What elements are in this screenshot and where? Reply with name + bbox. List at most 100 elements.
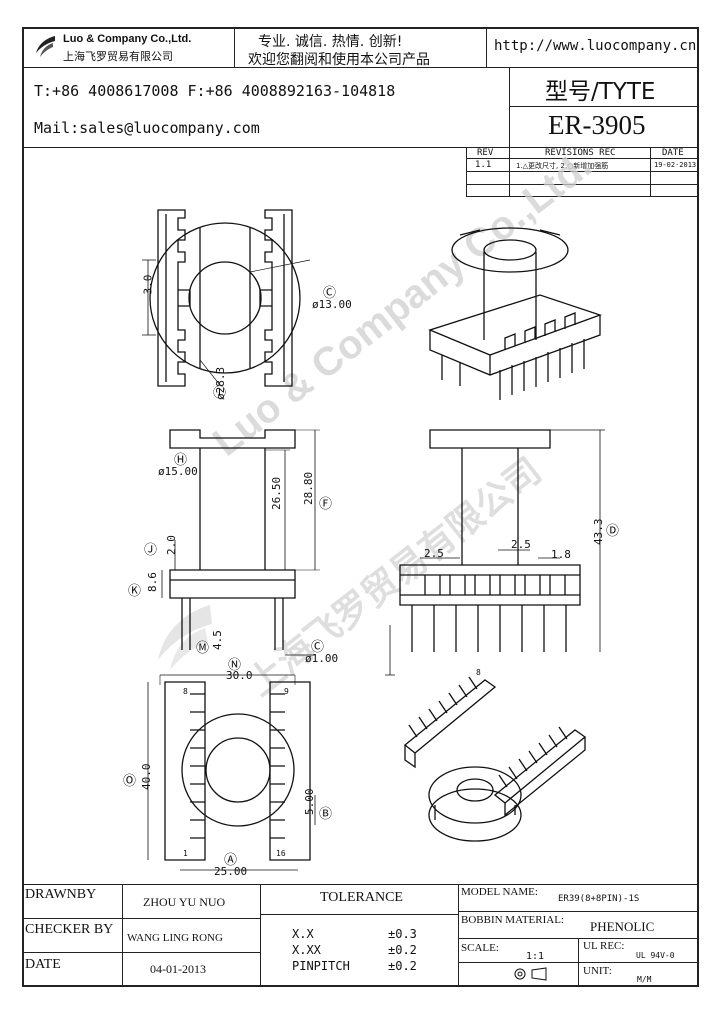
header-bottom: [22, 147, 699, 148]
header-vline-1: [234, 27, 235, 67]
pin-label-9: 9: [284, 687, 289, 696]
welcome-text: 欢迎您翻阅和使用本公司产品: [248, 52, 430, 68]
footer-vline-3: [458, 884, 459, 987]
model-name-label: MODEL NAME:: [461, 886, 538, 898]
dim-bot-500: 5.00: [303, 788, 316, 816]
footer-row-1: [22, 918, 260, 919]
dim-side-15: ø15.00: [158, 465, 198, 478]
scale-value: 1:1: [526, 951, 545, 962]
dim-side-86: 8.6: [146, 572, 159, 592]
projection-symbol-icon: [514, 967, 547, 981]
dim-bot-n-label: Ⓝ: [228, 658, 242, 673]
dim-side-c-label: Ⓒ: [311, 640, 325, 655]
bottom-view-drawing: [147, 674, 316, 871]
dim-bot-b-label: Ⓑ: [319, 807, 333, 822]
tol-pin-value: ±0.2: [388, 959, 417, 973]
date-value: 04-01-2013: [150, 962, 206, 976]
unit-label: UNIT:: [583, 965, 612, 977]
slogan: 专业. 诚信. 热情. 创新!: [258, 34, 403, 50]
rev-description: 1.△更改尺寸, 2.○新增加强筋: [516, 162, 609, 170]
scale-label: SCALE:: [461, 942, 499, 954]
material-value: PHENOLIC: [590, 919, 655, 934]
tolerance-label: TOLERANCE: [320, 890, 403, 905]
top-view-drawing: [142, 209, 311, 387]
dim-side-k-label: Ⓚ: [128, 584, 142, 599]
model-number: ER-3905: [548, 110, 646, 140]
material-label: BOBBIN MATERIAL:: [461, 914, 564, 926]
ul-value: UL 94V-0: [636, 951, 675, 960]
dim-side-100: ø1.00: [305, 652, 339, 665]
checker-label: CHECKER BY: [25, 922, 114, 937]
dim-front-d-label: Ⓓ: [606, 524, 620, 539]
rev-line-4: [466, 196, 699, 197]
date-label: DATE: [25, 957, 61, 972]
rev-vline-3: [650, 147, 651, 196]
dim-side-h-label: Ⓗ: [174, 453, 188, 468]
dim-top-c-label: Ⓒ: [323, 286, 337, 301]
rev-date: 19-02-2013: [654, 161, 697, 169]
dim-bot-25: 25.00: [214, 865, 248, 878]
website-link[interactable]: http://www.luocompany.cn: [494, 38, 697, 54]
company-name-en: Luo & Company Co.,Ltd.: [63, 33, 192, 45]
dim-top-13: ø13.00: [312, 298, 352, 311]
tol-xx-value: ±0.3: [388, 927, 417, 941]
rev-vline-2: [509, 147, 510, 196]
rev-vline-1: [466, 147, 467, 196]
dim-bot-30: 30.0: [226, 669, 253, 682]
footer-top: [22, 884, 699, 885]
pin-label-8: 8: [183, 687, 188, 696]
phone-fax: T:+86 4008617008 F:+86 4008892163-104818: [34, 82, 396, 100]
footer-tol-line: [260, 914, 458, 915]
drawnby-label: DRAWNBY: [25, 887, 97, 902]
dim-bot-o-label: Ⓞ: [123, 774, 137, 789]
dim-side-j-label: Ⓙ: [144, 543, 158, 558]
email-link[interactable]: Mail:sales@luocompany.com: [34, 119, 260, 137]
dim-side-2650: 26.50: [270, 476, 283, 510]
rev-number: 1.1: [475, 160, 492, 170]
dim-top-3: 3.0: [141, 274, 155, 295]
dim-side-m-label: Ⓜ: [196, 641, 210, 656]
footer-vline-1: [122, 884, 123, 987]
watermark-logo-icon: [158, 605, 212, 670]
pin-label-16: 16: [276, 849, 286, 858]
rev-line-2: [466, 171, 699, 172]
dim-side-2880: 28.80: [302, 471, 315, 505]
type-label: 型号/TYTE: [545, 79, 656, 105]
dim-bot-40: 40.0: [140, 763, 153, 791]
dim-front-25a: 2.5: [424, 547, 444, 560]
footer-vline-4: [578, 938, 579, 987]
unit-value: M/M: [637, 975, 652, 984]
date-col-header: DATE: [662, 148, 684, 158]
front-view-drawing: [385, 429, 605, 676]
rev-line-3: [466, 184, 699, 185]
isometric-view-top: [428, 227, 602, 400]
dim-top-i-label: Ⓘ: [213, 386, 227, 401]
rev-col-header: REV: [477, 148, 494, 158]
ul-label: UL REC:: [583, 940, 625, 952]
tol-xx-label: X.X: [292, 927, 314, 941]
drawing-frame: [22, 27, 699, 987]
dim-bot-a-label: Ⓐ: [224, 853, 238, 868]
dim-front-18: 1.8: [551, 548, 571, 561]
tol-xxx-label: X.XX: [292, 943, 321, 957]
header-vline-2: [486, 27, 487, 67]
header-divider: [22, 67, 699, 68]
rec-col-header: REVISIONS REC: [545, 148, 616, 158]
footer-right-1: [458, 911, 699, 912]
drawnby-value: ZHOU YU NUO: [143, 895, 226, 909]
isometric-view-bottom: [403, 676, 587, 842]
company-logo-icon: [36, 36, 55, 57]
rev-line-1: [466, 158, 699, 159]
dim-front-25b: 2.5: [511, 538, 531, 551]
footer-row-2: [22, 952, 260, 953]
footer-vline-2: [260, 884, 261, 987]
dim-front-433: 43.3: [592, 518, 605, 546]
model-name-value: ER39(8+8PIN)-1S: [558, 894, 640, 904]
tol-pin-label: PINPITCH: [292, 959, 350, 973]
iso-pin-label-8: 8: [476, 668, 481, 677]
tol-xxx-value: ±0.2: [388, 943, 417, 957]
header-vline-3: [509, 67, 510, 147]
company-name-cn: 上海飞罗贸易有限公司: [63, 50, 173, 63]
dim-side-45: 4.5: [211, 630, 224, 650]
pin-label-1: 1: [183, 849, 188, 858]
